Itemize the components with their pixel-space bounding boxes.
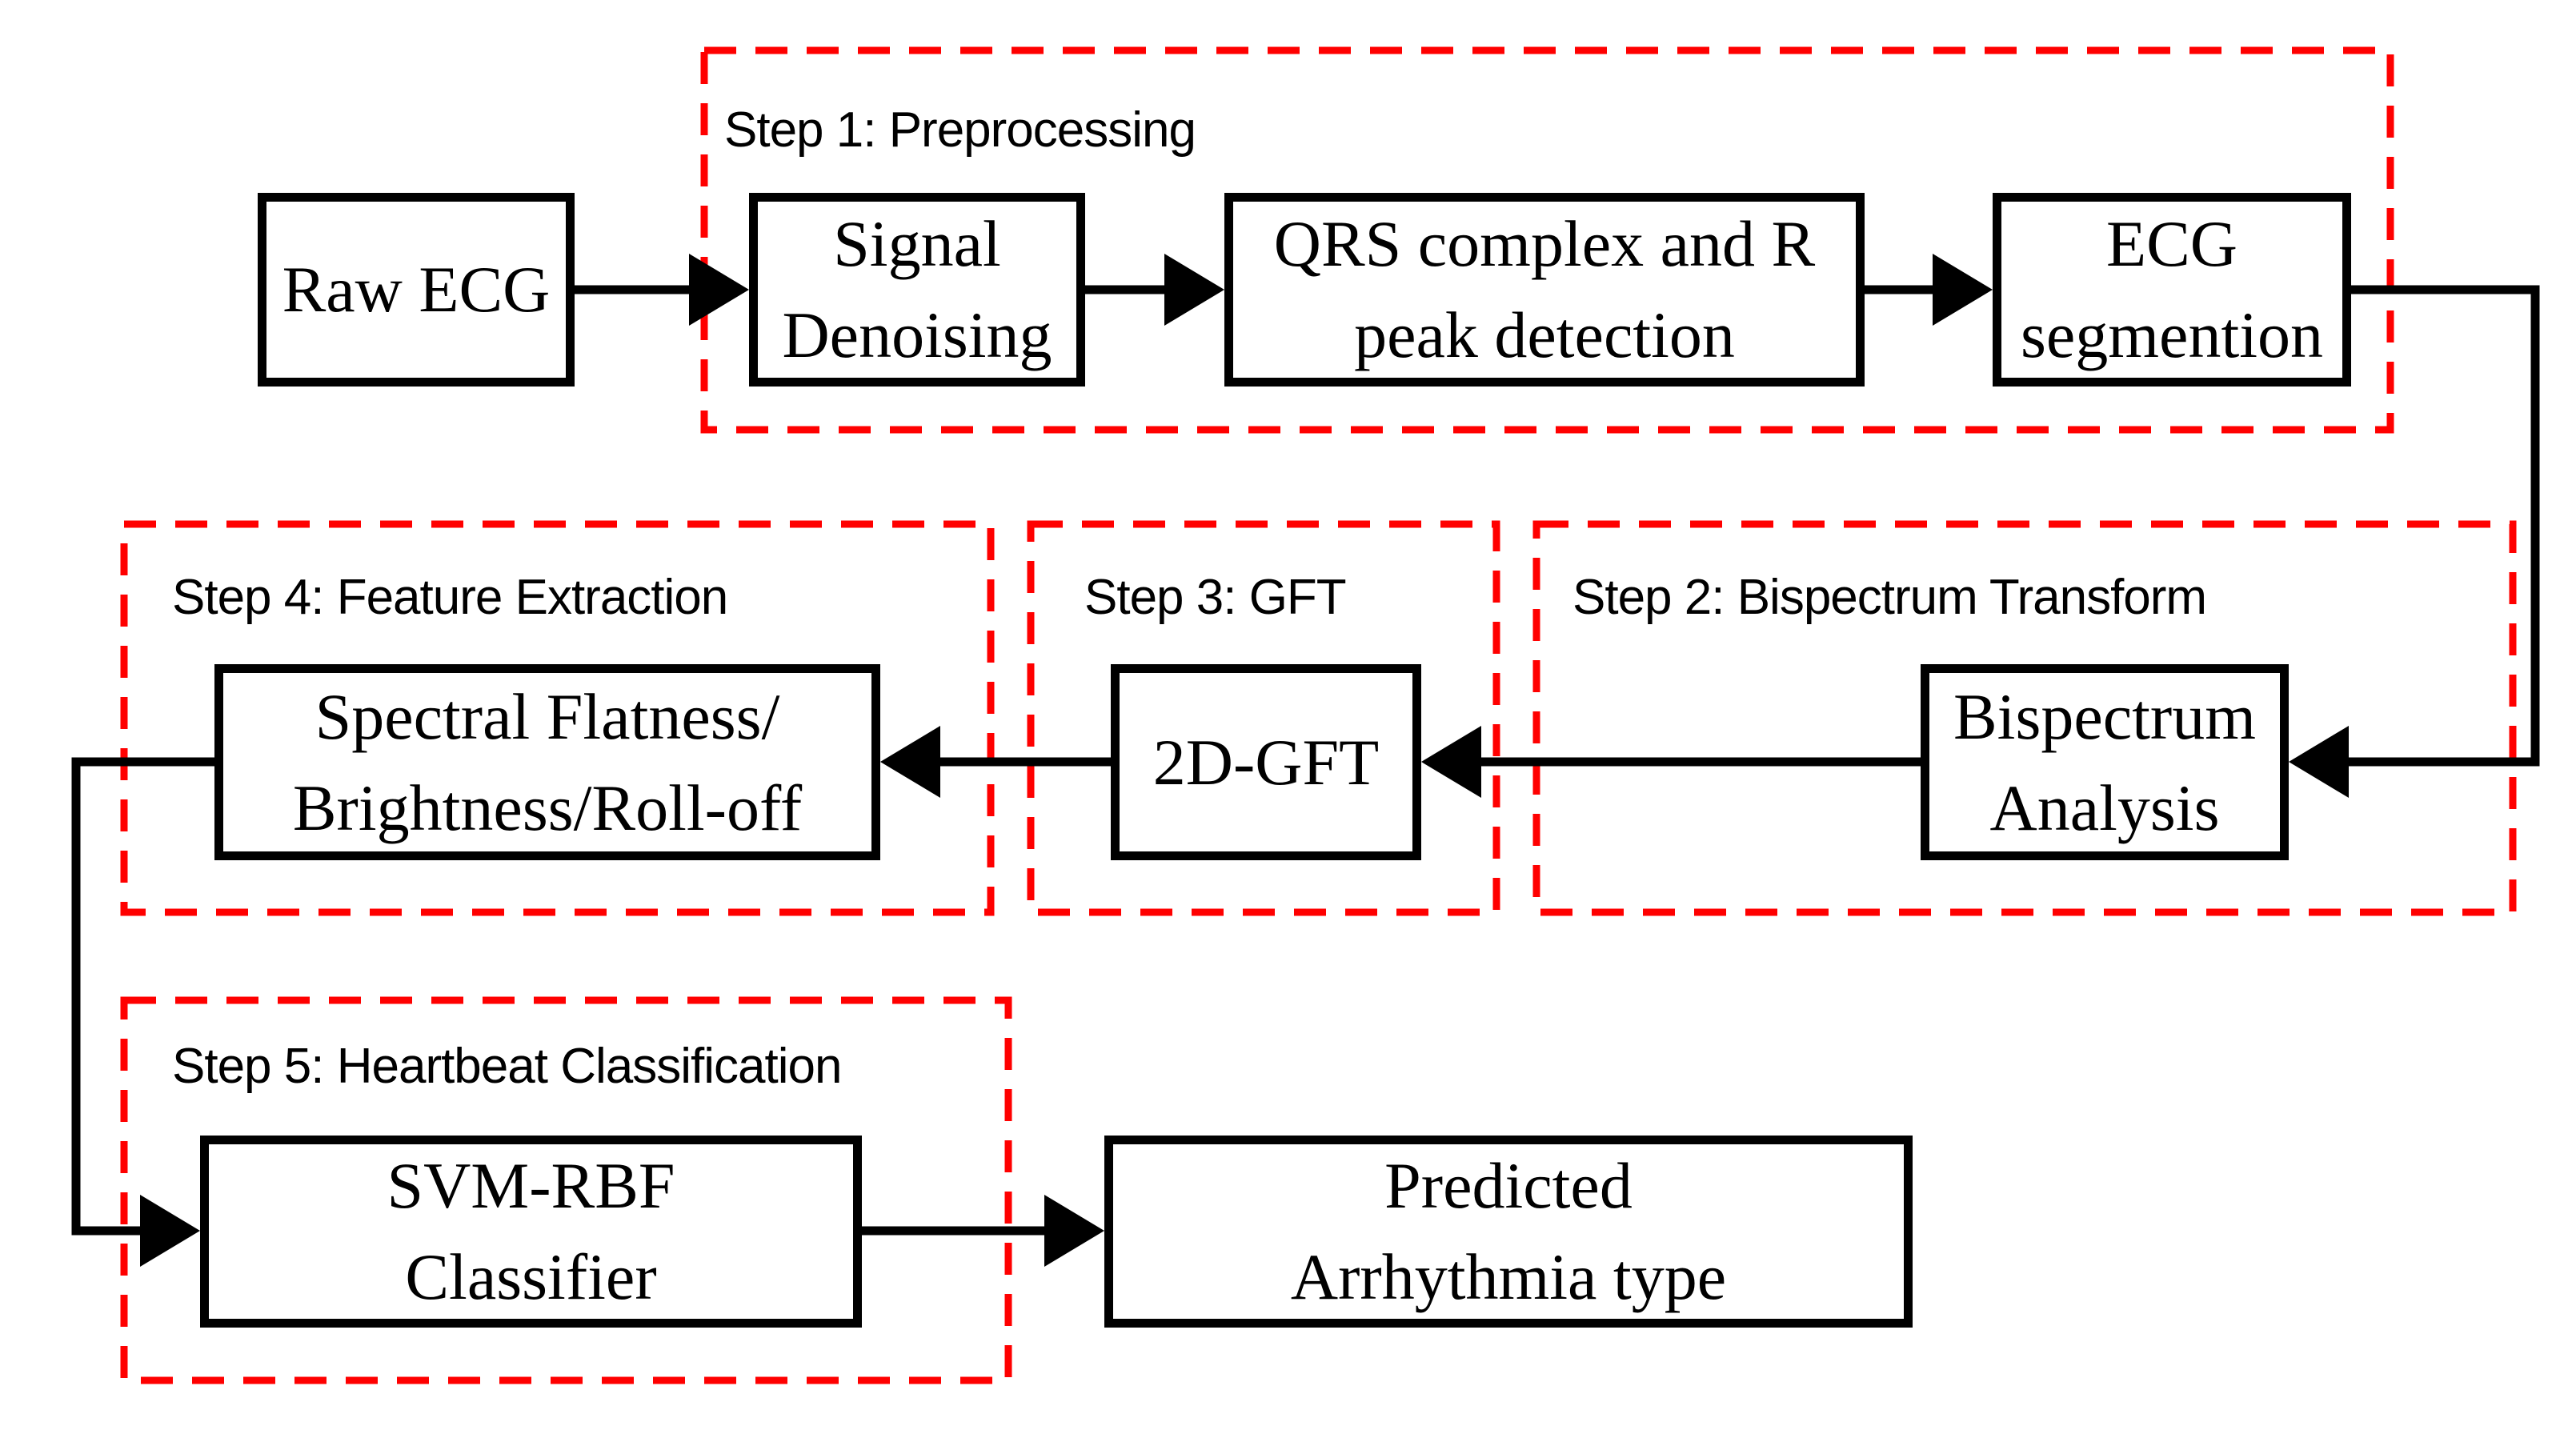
arrowhead-into-2d-gft: [1421, 726, 1481, 798]
node-bispectrum-analysis-line1: Bispectrum: [1953, 679, 2257, 753]
node-2d-gft-line1: 2D-GFT: [1152, 725, 1380, 799]
arrowhead-into-bispectrum: [2289, 726, 2349, 798]
arrowhead-into-spectral: [880, 726, 940, 798]
group-label-step2: Step 2: Bispectrum Transform: [1572, 570, 2207, 625]
node-signal-denoising: Signal Denoising: [749, 193, 1085, 387]
node-qrs-detection: QRS complex and R peak detection: [1224, 193, 1865, 387]
node-signal-denoising-line2: Denoising: [782, 298, 1052, 371]
node-qrs-detection-line1: QRS complex and R: [1273, 207, 1816, 280]
arrowhead-into-signal-denoising: [689, 254, 749, 326]
node-signal-denoising-line1: Signal: [833, 207, 1001, 280]
group-box-step1: [700, 46, 2394, 434]
group-label-step3: Step 3: GFT: [1084, 570, 1347, 625]
arrowhead-into-svm: [140, 1195, 200, 1267]
node-2d-gft: 2D-GFT: [1111, 664, 1421, 860]
edge-spectral-to-svm: [71, 757, 214, 1236]
node-ecg-segmention: ECG segmention: [1993, 193, 2351, 387]
edge-ecg-segmention-to-bispectrum: [2346, 285, 2540, 767]
group-box-step3: [1027, 520, 1500, 916]
node-svm-rbf-classifier-line1: SVM-RBF: [387, 1149, 675, 1222]
node-bispectrum-analysis-line2: Analysis: [1989, 771, 2220, 844]
node-svm-rbf-classifier: SVM-RBF Classifier: [200, 1136, 862, 1328]
group-label-step4: Step 4: Feature Extraction: [172, 570, 728, 625]
node-bispectrum-analysis: Bispectrum Analysis: [1921, 664, 2289, 860]
node-predicted-arrhythmia-line2: Arrhythmia type: [1290, 1240, 1727, 1313]
node-spectral-features-line2: Brightness/Roll-off: [292, 771, 803, 844]
node-qrs-detection-line2: peak detection: [1354, 298, 1735, 371]
arrowhead-into-predicted: [1044, 1195, 1104, 1267]
group-box-step5: [120, 996, 1012, 1384]
arrowhead-into-qrs: [1164, 254, 1224, 326]
node-predicted-arrhythmia: Predicted Arrhythmia type: [1104, 1136, 1913, 1328]
node-raw-ecg-line1: Raw ECG: [282, 253, 551, 326]
group-box-step2: [1532, 520, 2517, 916]
node-spectral-features: Spectral Flatness/ Brightness/Roll-off: [214, 664, 880, 860]
group-box-step4: [120, 520, 995, 916]
node-svm-rbf-classifier-line2: Classifier: [405, 1240, 657, 1313]
node-raw-ecg: Raw ECG: [258, 193, 575, 387]
node-predicted-arrhythmia-line1: Predicted: [1384, 1149, 1633, 1222]
arrowhead-into-ecg-segmention: [1933, 254, 1993, 326]
group-label-step5: Step 5: Heartbeat Classification: [172, 1039, 842, 1094]
node-spectral-features-line1: Spectral Flatness/: [314, 679, 780, 753]
node-ecg-segmention-line2: segmention: [2020, 298, 2324, 371]
group-label-step1: Step 1: Preprocessing: [724, 102, 1196, 158]
node-ecg-segmention-line1: ECG: [2106, 207, 2237, 280]
